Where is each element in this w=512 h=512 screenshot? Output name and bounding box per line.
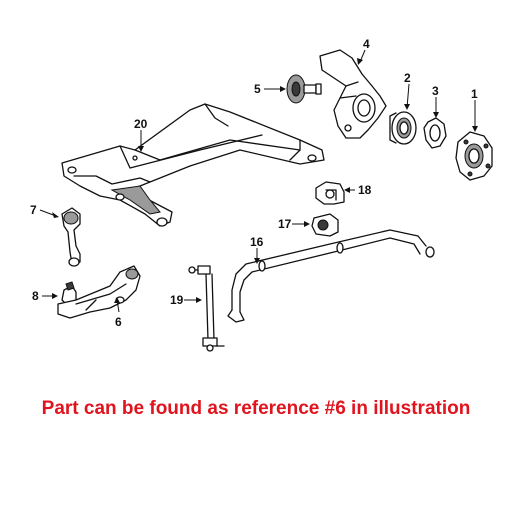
callout-4: 4 [363,37,370,51]
axle-nut-gear-icon [286,74,322,104]
stabilizer-bar-icon [227,229,435,323]
callout-3: 3 [432,84,439,98]
arrowhead-3 [433,112,439,118]
callout-20: 20 [134,117,148,131]
hub-flange-icon [455,131,493,181]
arrowhead-17 [304,221,310,227]
callout-17: 17 [278,217,292,231]
arrowhead-18 [344,187,350,193]
callout-6: 6 [115,315,122,329]
callout-2: 2 [404,71,411,85]
callout-8: 8 [32,289,39,303]
reference-caption: Part can be found as reference #6 in ill… [41,398,471,419]
wheel-bearing-icon [389,111,417,145]
arrowhead-1 [472,126,478,132]
arrowhead-16 [254,258,260,264]
callout-5: 5 [254,82,261,96]
bearing-retainer-icon [423,117,447,149]
callout-numbers: 1 2 3 4 5 6 7 8 16 17 18 19 20 [30,37,478,329]
crossmember-subframe-icon [61,103,325,227]
arrowhead-20 [138,146,144,152]
bushing-icon [311,213,339,237]
arrowhead-4 [357,58,363,65]
stabilizer-bar-bracket-icon [315,181,345,205]
stabilizer-link-icon [188,265,225,352]
callout-1: 1 [471,87,478,101]
arrowhead-6 [114,297,120,303]
arrowhead-5 [280,86,286,92]
arrowhead-7 [52,212,59,218]
bushing-icon [61,207,81,267]
callout-18: 18 [358,183,372,197]
control-arm-icon [57,265,141,319]
callout-7: 7 [30,203,37,217]
steering-knuckle-icon [319,49,387,139]
arrowhead-2 [404,104,410,110]
callout-16: 16 [250,235,264,249]
arrowhead-19 [196,297,202,303]
arrowhead-8 [52,293,58,299]
leader-lines [39,49,478,313]
callout-19: 19 [170,293,184,307]
